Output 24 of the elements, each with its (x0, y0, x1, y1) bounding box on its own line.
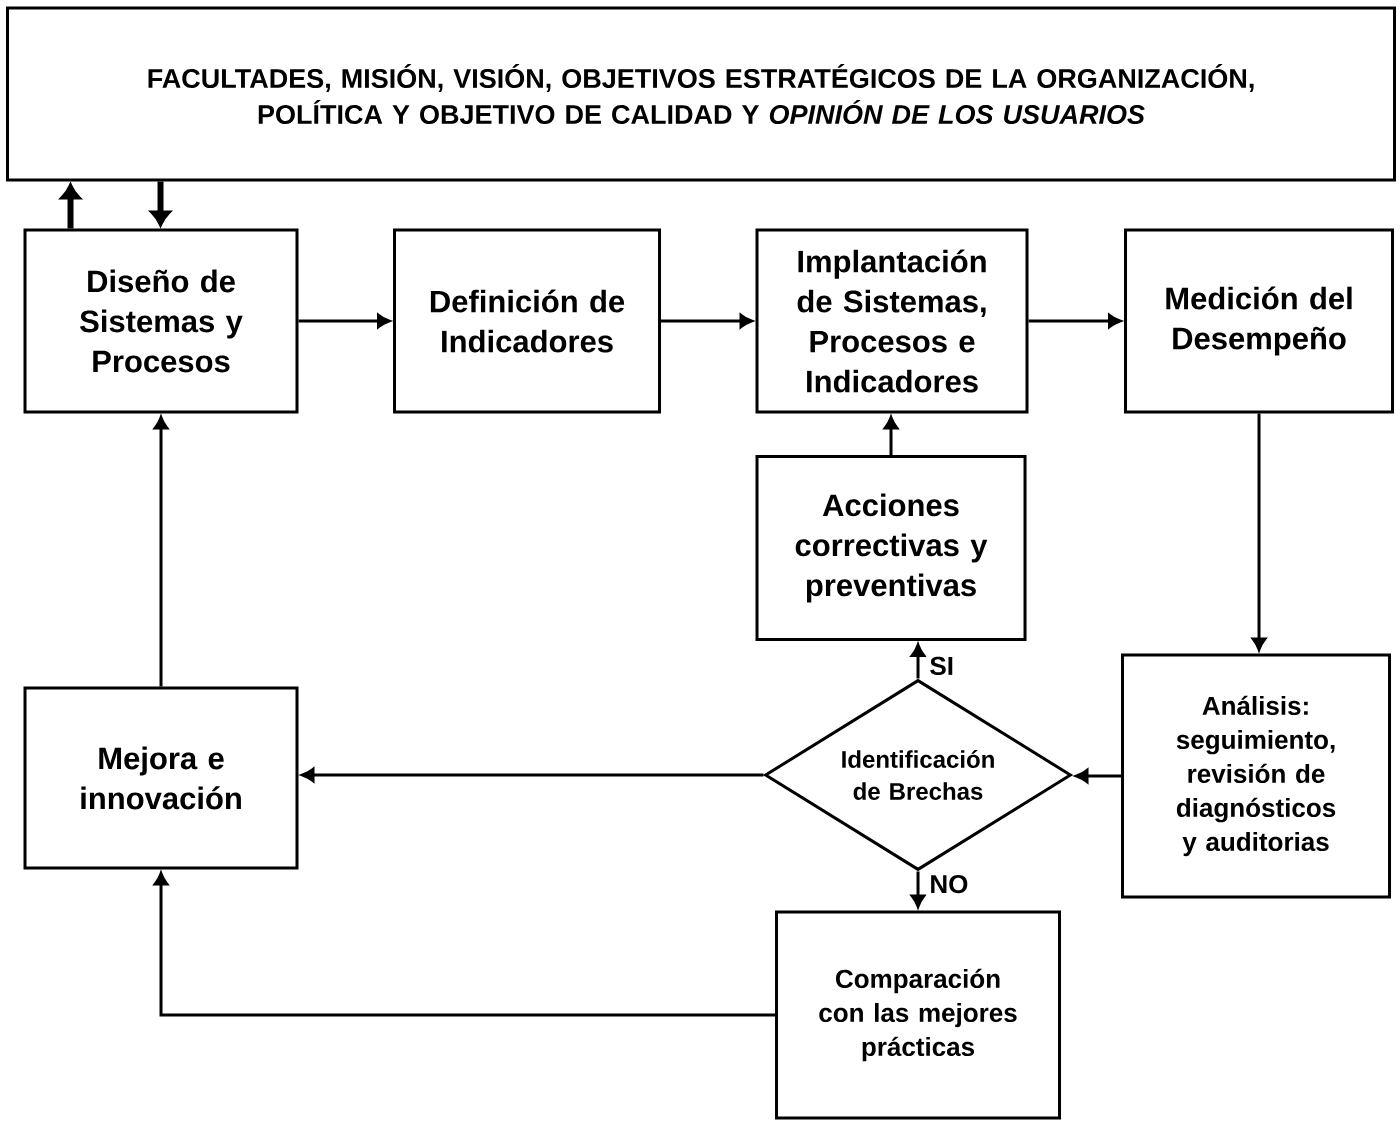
process-box: Diseño de Sistemas y Procesos (23, 228, 299, 414)
arrow (153, 872, 775, 1017)
arrow (153, 416, 169, 687)
process-box: Comparación con las mejores prácticas (775, 910, 1061, 1120)
arrow (301, 767, 764, 783)
arrow (910, 643, 926, 679)
process-box: FACULTADES, MISIÓN, VISIÓN, OBJETIVOS ESTRATÉGICOS DE LA ORGANIZACIÓN, POLÍTICA Y OBJETIVO DE CALIDAD Y OPINIÓN DE LOS USUARIOS (6, 6, 1396, 182)
arrow (1075, 768, 1121, 784)
arrow (150, 181, 171, 227)
arrow (298, 313, 391, 329)
edge-label: NO (926, 871, 972, 897)
edge-label: SI (926, 653, 957, 679)
process-box: Acciones correctivas y preventivas (755, 455, 1027, 641)
arrow (661, 313, 753, 329)
arrow (910, 871, 926, 908)
process-box: Análisis: seguimiento, revisión de diagnósticos y auditorias (1121, 653, 1391, 899)
process-box: Medición del Desempeño (1124, 228, 1394, 414)
arrow (60, 183, 81, 229)
arrow (1028, 313, 1122, 329)
process-box: Definición de Indicadores (393, 228, 661, 414)
process-box: Implantación de Sistemas, Procesos e Indicadores (755, 228, 1029, 414)
process-box: Mejora e innovación (23, 686, 299, 870)
arrow (883, 416, 899, 455)
arrow (1251, 413, 1267, 651)
